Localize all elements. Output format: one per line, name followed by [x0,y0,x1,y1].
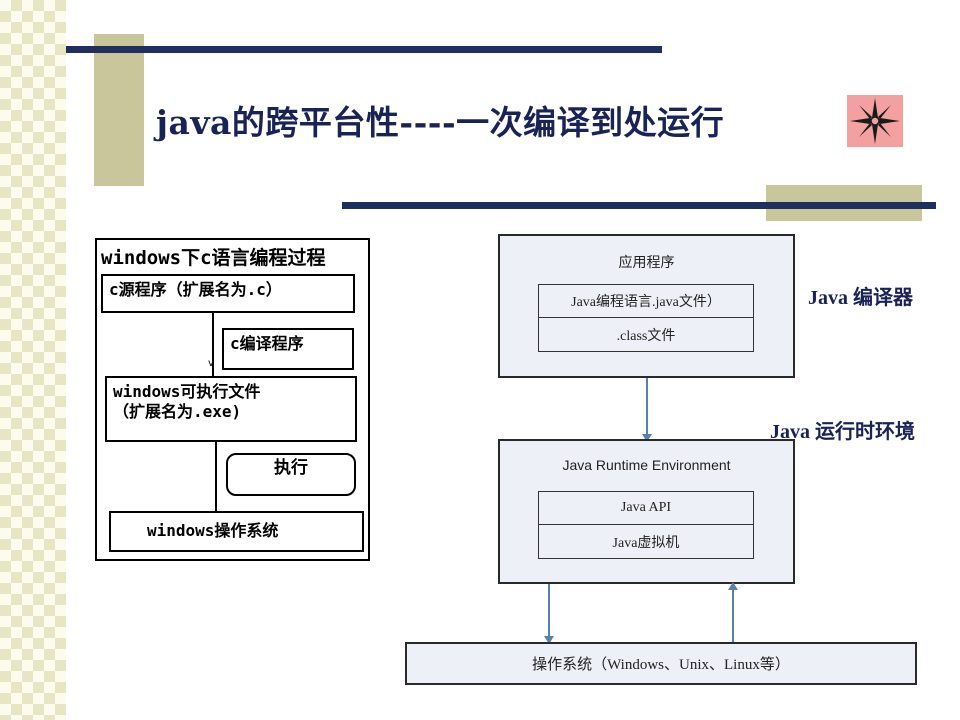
jre-layers: Java API Java虚拟机 [538,491,754,559]
java-runtime-label: Java 运行时环境 [770,421,915,443]
c-source-box: c源程序（扩展名为.c） [101,274,355,313]
checker-pattern [0,0,66,720]
c-process-title: windows下c语言编程过程 [101,247,326,269]
java-source-row: Java编程语言.java文件） [539,285,753,318]
flow-line-2 [215,442,217,512]
navy-bar-bottom [342,202,936,209]
jre-box: Java Runtime Environment Java API Java虚拟… [498,439,795,584]
flow-arrow-mark: v [208,358,214,369]
os-box: 操作系统（Windows、Unix、Linux等） [405,642,917,685]
run-box: 执行 [226,453,356,496]
java-compiler-label: Java 编译器 [808,287,913,309]
application-box: 应用程序 Java编程语言.java文件） .class文件 [498,234,795,378]
exe-file-box: windows可执行文件 （扩展名为.exe) [105,376,357,442]
java-api-row: Java API [539,492,753,525]
jre-to-os-arrow [544,584,554,644]
compile-arrow [642,378,652,442]
page-title: java的跨平台性----一次编译到处运行 [156,103,725,142]
application-layers: Java编程语言.java文件） .class文件 [538,284,754,352]
compass-star-icon [847,95,903,147]
flow-line-1 [212,313,214,377]
windows-os-box: windows操作系统 [109,511,364,552]
os-to-jre-arrow [728,582,738,642]
class-file-row: .class文件 [616,328,676,344]
olive-block-top [94,34,144,186]
jvm-row: Java虚拟机 [612,535,680,551]
navy-bar-top [66,46,662,53]
c-compiler-box: c编译程序 [222,328,354,370]
jre-title: Java Runtime Environment [562,457,731,473]
application-title: 应用程序 [618,254,675,270]
